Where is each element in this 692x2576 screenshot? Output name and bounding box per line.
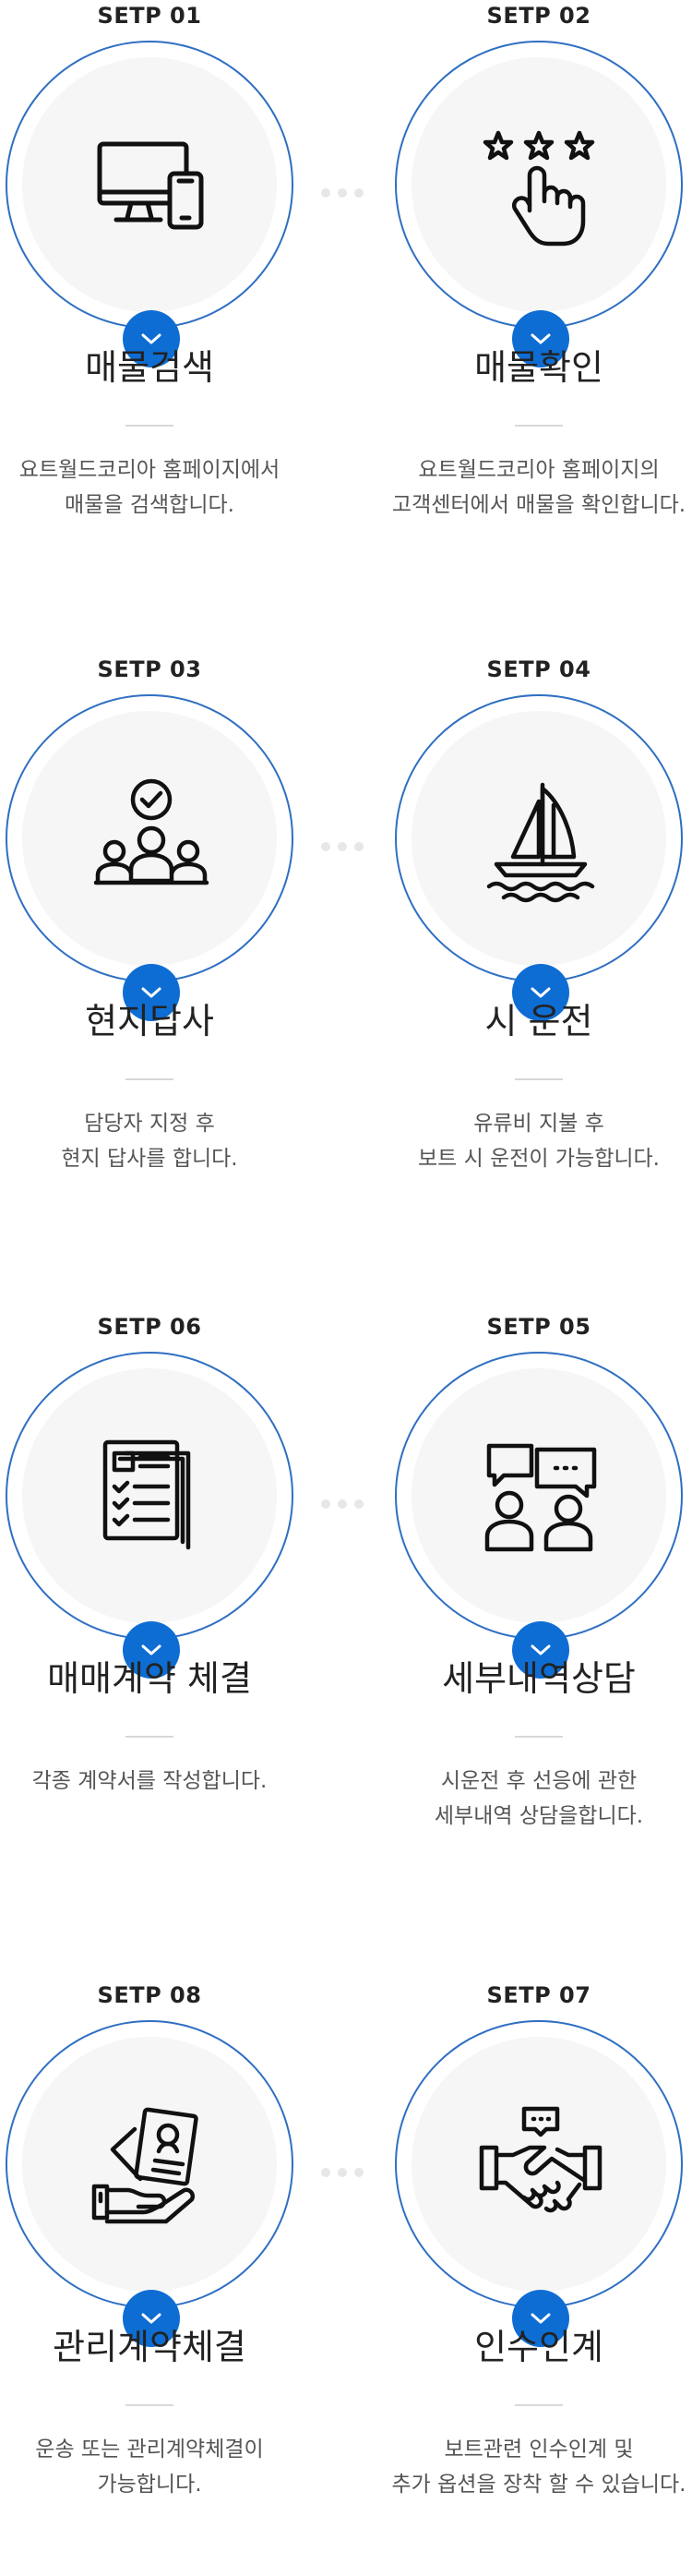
chevron-down-icon[interactable] xyxy=(512,2290,569,2347)
divider xyxy=(515,2404,563,2406)
step-circle xyxy=(6,1352,293,1679)
step-circle xyxy=(395,2020,683,2347)
step-title: 시 운전 xyxy=(484,1001,593,1041)
step-description: 시운전 후 선응에 관한 세부내역 상담을합니다. xyxy=(434,1769,644,1828)
consultation-icon xyxy=(476,1433,605,1562)
step-circle xyxy=(395,694,683,1021)
team-check-icon xyxy=(87,776,216,905)
sailboat-icon xyxy=(476,776,605,905)
divider xyxy=(125,425,173,427)
step-description: 각종 계약서를 작성합니다. xyxy=(31,1769,268,1793)
step-02: SETP 02 매물확인 요트월드코리아 홈페이지의 고객센터에서 매물을 확인… xyxy=(392,0,690,591)
step-title: 매물검색 xyxy=(85,347,214,388)
step-label: SETP 07 xyxy=(486,1982,591,2008)
connector-dots xyxy=(321,188,364,198)
step-label: SETP 03 xyxy=(97,656,202,682)
step-title: 세부내역상담 xyxy=(442,1658,636,1699)
step-05: SETP 05 세부내역상담 시운전 후 선응에 관한 세부내역 상담을합니다. xyxy=(395,1311,690,1902)
step-01: SETP 01 매물검색 요트월드코리아 홈페이지에서 매물을 검색합니다. xyxy=(6,0,301,591)
step-description: 담당자 지정 후 현지 답사를 합니다. xyxy=(61,1112,238,1171)
chevron-down-icon[interactable] xyxy=(512,1621,569,1679)
connector-dots xyxy=(321,2168,364,2177)
step-title: 관리계약체결 xyxy=(53,2327,246,2367)
step-circle xyxy=(6,2020,293,2347)
divider xyxy=(125,1078,173,1080)
connector-dots xyxy=(321,842,364,851)
step-label: SETP 08 xyxy=(97,1982,202,2008)
divider xyxy=(125,2404,173,2406)
step-03: SETP 03 현지답사 담당자 지정 후 현지 답사를 합니다. xyxy=(6,654,301,1245)
chevron-down-icon[interactable] xyxy=(123,1621,180,1679)
step-title: 매물확인 xyxy=(474,347,603,388)
step-circle xyxy=(6,41,293,367)
step-description: 보트관련 인수인계 및 추가 옵션을 장착 할 수 있습니다. xyxy=(391,2438,686,2497)
chevron-down-icon[interactable] xyxy=(123,310,180,367)
divider xyxy=(515,1078,563,1080)
step-08: SETP 08 관리계약체결 운송 또는 관리계약체결이 가능합니다. xyxy=(6,1980,301,2570)
step-description: 요트월드코리아 홈페이지에서 매물을 검색합니다. xyxy=(18,458,280,517)
step-04: SETP 04 시 운전 유류비 지불 후 보트 시 운전이 가능합니다. xyxy=(395,654,690,1245)
chevron-down-icon[interactable] xyxy=(123,2290,180,2347)
divider xyxy=(125,1736,173,1738)
id-card-hand-icon xyxy=(87,2101,216,2231)
step-label: SETP 04 xyxy=(486,656,591,682)
step-label: SETP 06 xyxy=(97,1314,202,1340)
step-circle xyxy=(6,694,293,1021)
step-circle xyxy=(395,1352,683,1679)
step-circle xyxy=(395,41,683,367)
handshake-icon xyxy=(476,2101,605,2231)
rating-hand-icon xyxy=(476,122,605,251)
chevron-down-icon[interactable] xyxy=(123,964,180,1021)
chevron-down-icon[interactable] xyxy=(512,964,569,1021)
divider xyxy=(515,1736,563,1738)
step-title: 인수인계 xyxy=(474,2327,603,2367)
chevron-down-icon[interactable] xyxy=(512,310,569,367)
step-label: SETP 05 xyxy=(486,1314,591,1340)
devices-icon xyxy=(87,122,216,251)
divider xyxy=(515,425,563,427)
step-title: 현지답사 xyxy=(85,1001,214,1041)
step-description: 운송 또는 관리계약체결이 가능합니다. xyxy=(35,2438,264,2497)
step-07: SETP 07 인수인계 보트관련 인수인계 및 추가 옵션을 장 xyxy=(392,1980,690,2570)
step-label: SETP 01 xyxy=(97,3,202,29)
step-label: SETP 02 xyxy=(486,3,591,29)
step-06: SETP 06 매매계약 체결 각종 계약서를 작성합니 xyxy=(6,1311,301,1902)
connector-dots xyxy=(321,1499,364,1509)
document-checklist-icon xyxy=(87,1433,216,1562)
step-title: 매매계약 체결 xyxy=(47,1658,252,1699)
step-description: 유류비 지불 후 보트 시 운전이 가능합니다. xyxy=(417,1112,660,1171)
step-description: 요트월드코리아 홈페이지의 고객센터에서 매물을 확인합니다. xyxy=(391,458,686,517)
